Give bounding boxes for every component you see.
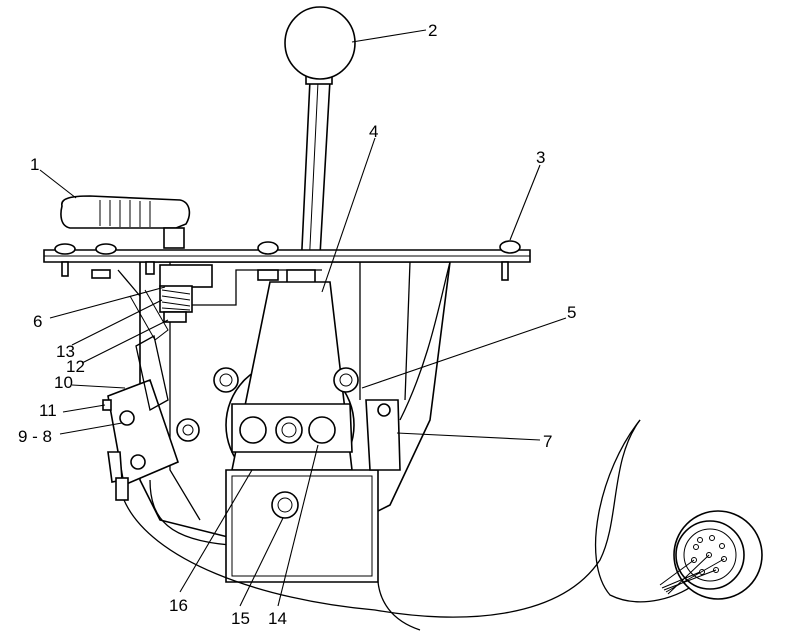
callout-5: 5	[567, 303, 576, 322]
callout-10: 10	[54, 373, 73, 392]
electrical-connector	[659, 510, 763, 600]
callout-2: 2	[428, 21, 437, 40]
callout-9-8: 9 - 8	[18, 427, 52, 446]
wiring-harness	[123, 419, 701, 631]
leader-lines	[39, 29, 567, 607]
callout-4: 4	[369, 122, 378, 141]
base-frame	[225, 469, 379, 583]
callout-13: 13	[56, 342, 75, 361]
shift-lever	[284, 6, 356, 291]
callout-11: 11	[39, 401, 57, 420]
hand-knob	[60, 195, 191, 249]
callout-6: 6	[33, 312, 42, 331]
side-bolts	[176, 367, 401, 471]
callout-16: 16	[169, 596, 188, 615]
callout-1: 1	[30, 155, 39, 174]
callout-3: 3	[536, 148, 545, 167]
spring-linkage	[117, 269, 322, 341]
lever-plate	[225, 281, 355, 490]
callout-14: 14	[268, 609, 287, 628]
callout-12: 12	[66, 357, 85, 376]
callout-labels: 1 2 3 4 5 6 7 9 - 8 10 11 12 13 14 15 16	[18, 21, 576, 628]
shift-knob	[284, 6, 356, 80]
microswitch	[102, 335, 179, 501]
top-plate	[43, 240, 531, 288]
callout-7: 7	[543, 432, 552, 451]
callout-15: 15	[231, 609, 250, 628]
